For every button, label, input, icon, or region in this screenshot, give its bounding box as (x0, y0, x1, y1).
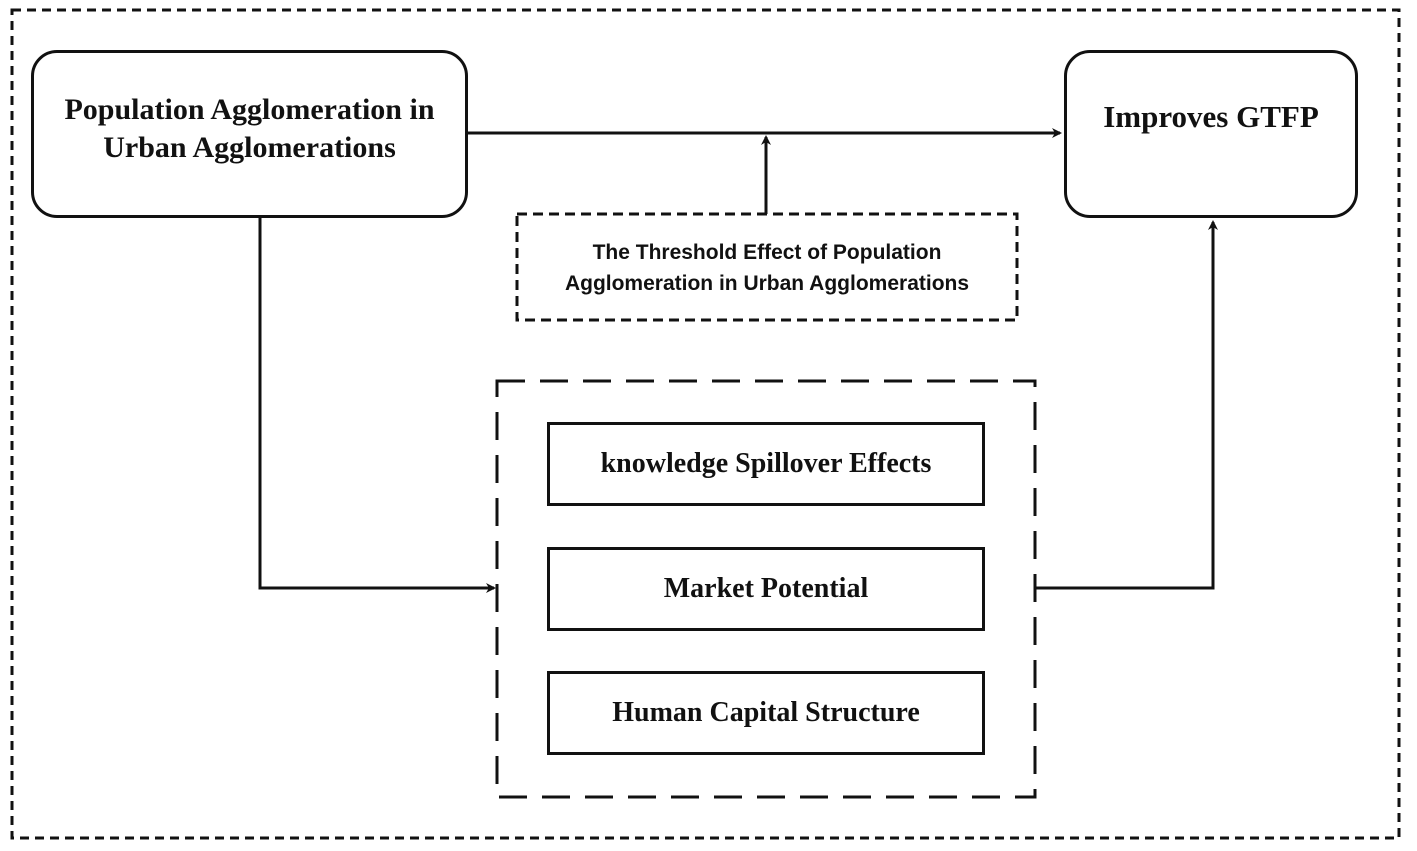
node-improves-gtfp: Improves GTFP (1064, 50, 1358, 218)
node-improves-gtfp-label: Improves GTFP (1103, 99, 1319, 134)
mechanism-label: Human Capital Structure (612, 697, 920, 728)
arrow-source-to-mechanisms (258, 218, 496, 593)
mechanism-human-capital-structure: Human Capital Structure (547, 671, 985, 755)
node-population-agglomeration: Population Agglomeration in Urban Agglom… (31, 50, 468, 218)
outer-frame (10, 8, 1401, 840)
node-threshold-effect-label: The Threshold Effect of Population Agglo… (564, 241, 970, 295)
mechanism-market-potential: Market Potential (547, 547, 985, 631)
node-threshold-effect: The Threshold Effect of Population Agglo… (517, 214, 1017, 322)
mechanism-label: knowledge Spillover Effects (600, 448, 932, 479)
arrow-mechanisms-to-target (1035, 220, 1218, 590)
node-population-agglomeration-label: Population Agglomeration in Urban Agglom… (64, 93, 435, 164)
mechanism-knowledge-spillover: knowledge Spillover Effects (547, 422, 985, 506)
mechanism-label: Market Potential (663, 573, 869, 604)
